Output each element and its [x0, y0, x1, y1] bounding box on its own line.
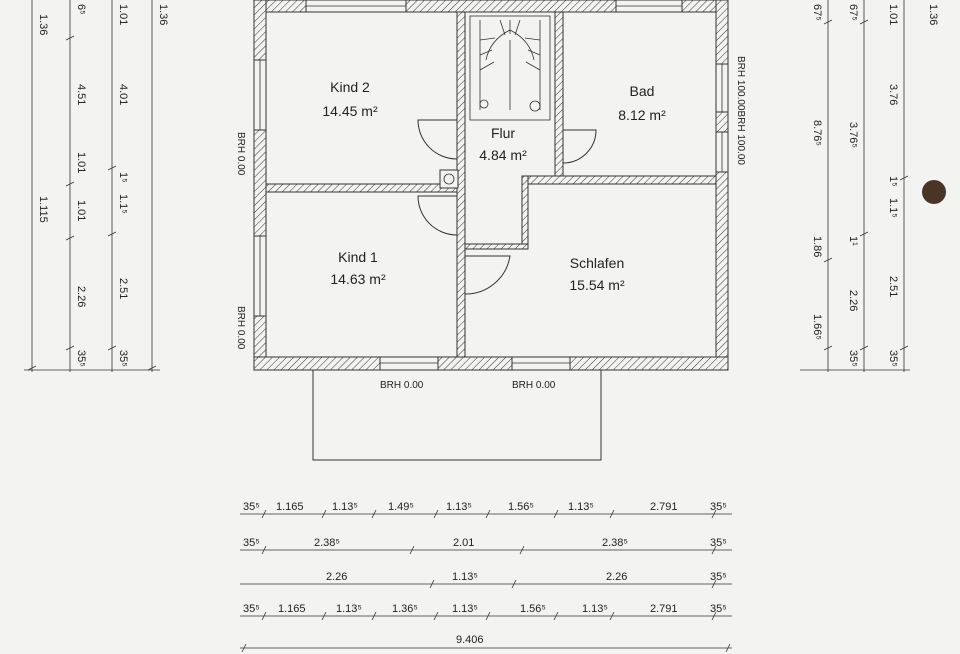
wall-kind2-kind1 [265, 183, 463, 193]
bottom-dimensions: 35⁵ 1.165 1.13⁵ 1.49⁵ 1.13⁵ 1.56⁵ 1.13⁵ … [240, 501, 732, 653]
bottom-row4-dim-5: 1.13⁵ [452, 603, 478, 615]
room-labels: Kind 2 14.45 m² Bad 8.12 m² Flur 4.84 m²… [322, 79, 666, 293]
bottom-row2-dim-1: 35⁵ [243, 537, 260, 549]
room-area-flur: 4.84 m² [479, 147, 527, 163]
brh-bottom-right: BRH 0.00 [512, 380, 556, 391]
room-name-flur: Flur [491, 125, 515, 141]
left-dim-15: 1.36 [157, 4, 169, 25]
bottom-row4-dim-2: 1.165 [278, 603, 306, 615]
bottom-row4-dim-6: 1.56⁵ [520, 603, 546, 615]
right-dim-16: 1.36 [927, 4, 939, 25]
bottom-row1-dim-2: 1.165 [276, 501, 304, 513]
right-dim-1: 67⁵ [811, 4, 823, 21]
bottom-row3-dim-3: 2.26 [606, 571, 627, 583]
bottom-row4-dim-8: 2.791 [650, 603, 678, 615]
bottom-row1-dim-4: 1.49⁵ [388, 501, 414, 513]
chimney [439, 169, 459, 189]
bottom-row1-dim-3: 1.13⁵ [332, 501, 358, 513]
bottom-row2-dim-3: 2.01 [453, 537, 474, 549]
right-dim-12: 1.1⁵ [887, 198, 899, 218]
right-dim-6: 3.76⁵ [847, 122, 859, 148]
left-dim-10: 4.01 [117, 84, 129, 105]
left-dim-9: 1.01 [117, 4, 129, 25]
bottom-row3-dim-2: 1.13⁵ [452, 571, 478, 583]
left-dim-4: 4.51 [75, 84, 87, 105]
room-area-kind1: 14.63 m² [330, 271, 386, 287]
bottom-row2-dim-4: 2.38⁵ [602, 537, 628, 549]
bottom-row1-dim-1: 35⁵ [243, 501, 260, 513]
room-name-kind1: Kind 1 [338, 249, 378, 265]
right-dim-3: 1.86 [811, 236, 823, 257]
left-dim-13: 2.51 [117, 278, 129, 299]
right-dim-9: 35⁵ [847, 350, 859, 367]
room-name-kind2: Kind 2 [330, 79, 370, 95]
right-dim-14: 2.51 [887, 276, 899, 297]
right-dim-13: 1⁵ [887, 176, 899, 187]
left-dim-8: 35⁵ [75, 350, 87, 367]
room-name-schlafen: Schlafen [570, 255, 624, 271]
wall-flur-schlafen [521, 175, 529, 249]
left-dim-14: 35⁵ [117, 350, 129, 367]
wall-bad-schlafen [521, 175, 717, 185]
left-dim-1: 1.36 [37, 14, 49, 35]
bottom-row4-dim-1: 35⁵ [243, 603, 260, 615]
bottom-row4-dim-4: 1.36⁵ [392, 603, 418, 615]
bottom-row1-dim-5: 1.13⁵ [446, 501, 472, 513]
room-area-schlafen: 15.54 m² [569, 277, 625, 293]
brh-right: BRH 100.00BRH 100.00 [735, 56, 746, 165]
brh-labels: BRH 0.00 BRH 0.00 BRH 100.00BRH 100.00 B… [235, 56, 746, 391]
left-dim-3: 1.115 [37, 196, 49, 223]
outer-wall-bottom [253, 356, 729, 371]
room-area-kind2: 14.45 m² [322, 103, 378, 119]
wall-stair-bad [554, 11, 564, 179]
brh-left-bottom: BRH 0.00 [235, 306, 246, 350]
left-dim-12: 1.1⁵ [117, 194, 129, 214]
bottom-row2-dim-5: 35⁵ [710, 537, 727, 549]
left-dim-5: 1.01 [75, 152, 87, 173]
bottom-total-dim: 9.406 [456, 634, 484, 646]
punch-hole [922, 180, 946, 204]
balcony [312, 369, 602, 461]
right-dim-4: 1.66⁵ [811, 314, 823, 340]
bottom-row4-dim-3: 1.13⁵ [336, 603, 362, 615]
bottom-row1-dim-7: 1.13⁵ [568, 501, 594, 513]
left-dimensions: 1.36 6⁵ 1.115 4.51 1.01 1.01 2.26 35⁵ 1.… [24, 0, 169, 372]
bottom-row1-dim-6: 1.56⁵ [508, 501, 534, 513]
bottom-row1-dim-9: 35⁵ [710, 501, 727, 513]
left-dim-7: 2.26 [75, 286, 87, 307]
brh-left-top: BRH 0.00 [235, 132, 246, 176]
right-dimensions: 67⁵ 8.76⁵ 1.86 1.66⁵ 67⁵ 3.76⁵ 1¹ 2.26 3… [800, 0, 946, 372]
room-area-bad: 8.12 m² [618, 107, 666, 123]
bottom-row4-dim-9: 35⁵ [710, 603, 727, 615]
bottom-row1-dim-8: 2.791 [650, 501, 678, 513]
bottom-row2-dim-2: 2.38⁵ [314, 537, 340, 549]
doors [417, 119, 597, 295]
right-dim-8: 2.26 [847, 290, 859, 311]
windows [253, 0, 729, 371]
bottom-row3-dim-1: 2.26 [326, 571, 347, 583]
right-dim-10: 1.01 [887, 4, 899, 25]
room-name-bad: Bad [630, 83, 655, 99]
bottom-row3-dim-4: 35⁵ [710, 571, 727, 583]
brh-bottom-left: BRH 0.00 [380, 380, 424, 391]
bottom-row4-dim-7: 1.13⁵ [582, 603, 608, 615]
walls [253, 0, 729, 371]
wall-flur-bottom [464, 243, 529, 250]
left-dim-11: 1⁵ [117, 172, 129, 183]
left-dim-2: 6⁵ [75, 4, 87, 15]
staircase [469, 15, 551, 121]
outer-wall-right [715, 0, 729, 371]
right-dim-5: 67⁵ [847, 4, 859, 21]
right-dim-15: 35⁵ [887, 350, 899, 367]
right-dim-2: 8.76⁵ [811, 120, 823, 146]
right-dim-7: 1¹ [847, 236, 859, 246]
right-dim-11: 3.76 [887, 84, 899, 105]
left-dim-6: 1.01 [75, 200, 87, 221]
